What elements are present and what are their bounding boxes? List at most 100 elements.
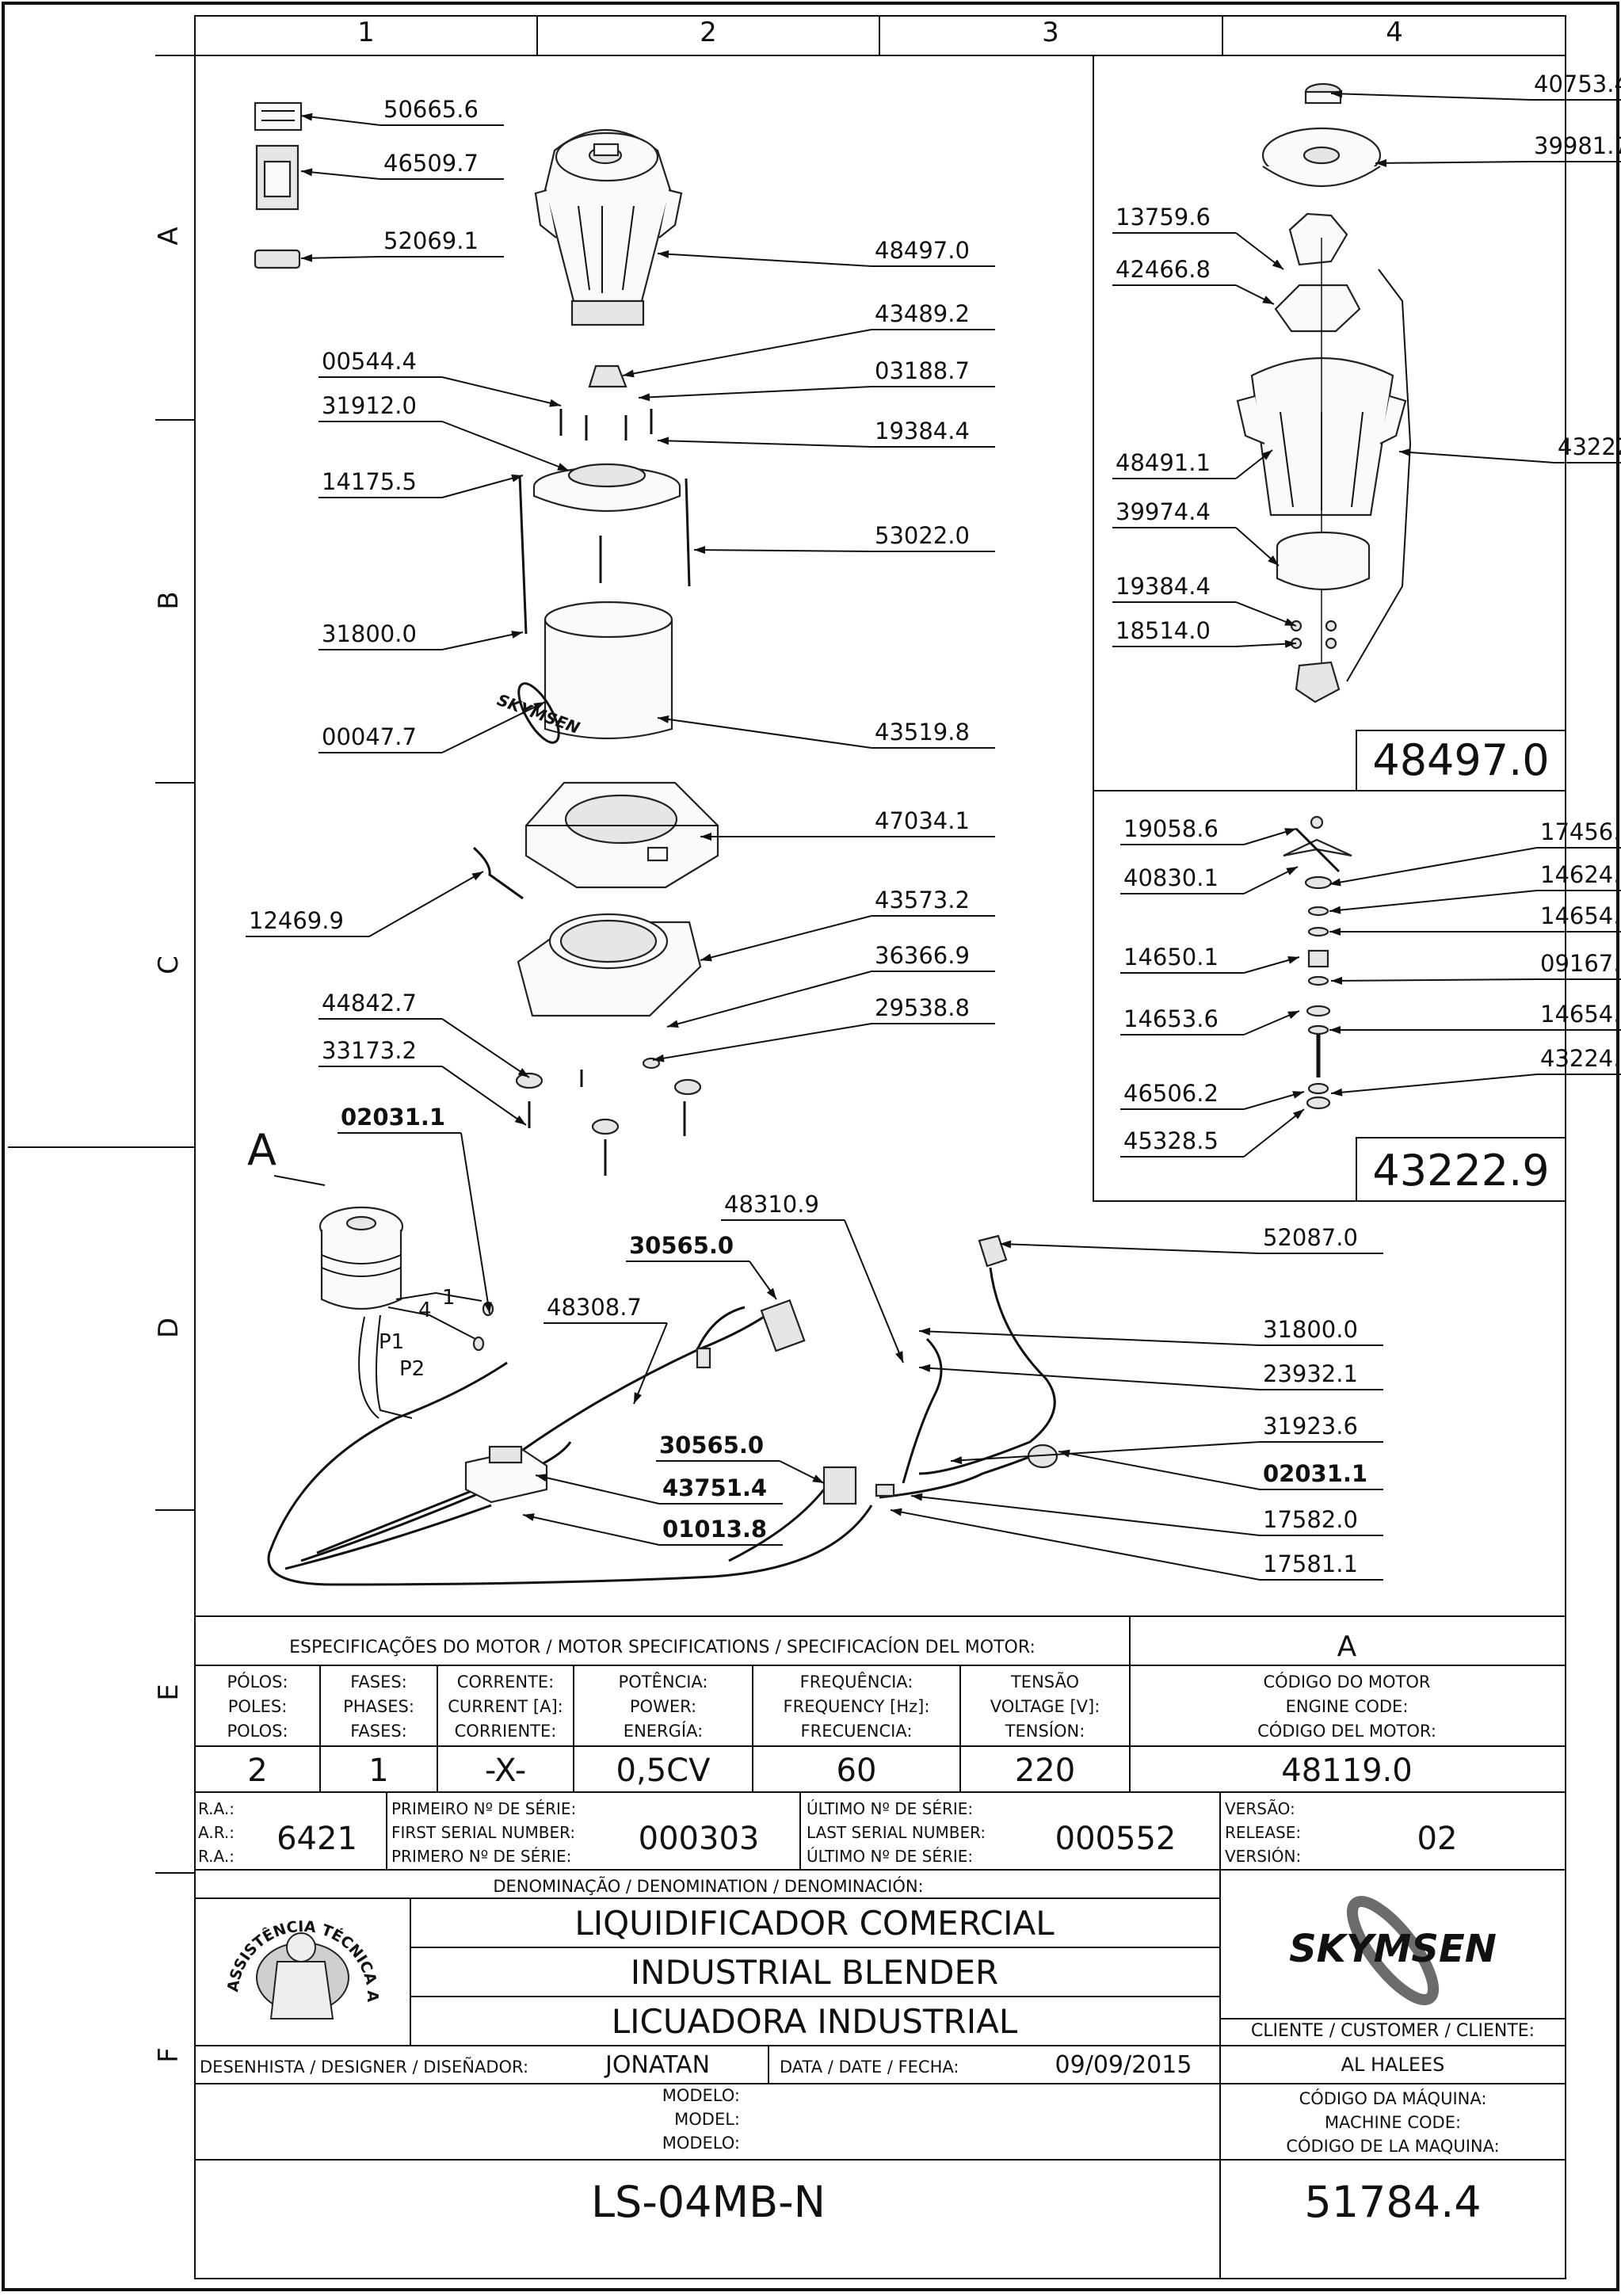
part-callout-label: 43573.2 [875,887,970,913]
ra-value: 6421 [277,1821,357,1857]
callout-leader [522,1514,660,1546]
motor-wire-label: P1 [379,1330,404,1354]
version-label: VERSÃO: [1225,1799,1295,1818]
spec-header: FASES: [350,1722,407,1741]
part-callout-label: 19058.6 [1123,815,1219,842]
model-label: MODELO: [662,2134,740,2153]
brand-logo: SKYMSEN [1289,1896,1497,2005]
callout-arrowhead [1284,618,1296,626]
denomination-label: DENOMINAÇÃO / DENOMINATION / DENOMINACIÓ… [493,1875,923,1896]
spec-header: CÓDIGO DO MOTOR [1263,1672,1430,1691]
machine-code-label: CÓDIGO DE LA MAQUINA: [1286,2136,1499,2156]
callout-leader [1330,93,1531,101]
part-callout-label: 30565.0 [659,1432,764,1459]
spec-value: 0,5CV [616,1753,711,1789]
ra-label: R.A.: [198,1847,235,1866]
part-callout-label: 17581.1 [1263,1550,1358,1577]
callout-leader [666,971,872,1028]
machine-code-value: 51784.4 [1304,2177,1481,2227]
part-callout-label: 29538.8 [875,994,970,1021]
callout-leader [657,440,872,448]
motor-body [320,1230,402,1310]
part-callout-label: 45328.5 [1123,1127,1219,1154]
callout-arrowhead [766,1287,776,1299]
callout-arrowhead [667,1020,679,1028]
part-callout-label: 47034.1 [875,807,970,834]
machine-code-label: MACHINE CODE: [1325,2113,1461,2132]
version-value: 02 [1417,1821,1458,1857]
spec-value: 60 [837,1753,877,1789]
spec-header: ENERGÍA: [624,1721,703,1741]
plug-part [978,1234,1008,1268]
spec-header: CORRENTE: [457,1672,555,1691]
motor-letter: A [1337,1630,1357,1663]
foot-part [515,1072,544,1089]
callout-leader [441,1066,527,1126]
motor-spec-headers: PÓLOS:POLES:POLOS:FASES:PHASES:FASES:COR… [227,1671,1436,1789]
part-callout-label: 19384.4 [875,418,970,444]
callout-leader [890,1509,1261,1581]
callout-arrowhead [536,1474,547,1482]
callout-arrowhead [517,1068,529,1077]
designer-value: JONATAN [604,2051,710,2079]
spec-header: TENSÍON: [1005,1721,1085,1741]
callout-arrowhead [639,393,650,402]
column-label: 1 [357,17,375,48]
callout-leader [1329,890,1538,912]
blade-assembly-callouts: 19058.640830.117456.414624.214654.414650… [1120,815,1621,1158]
spec-value: 1 [368,1753,388,1789]
callout-arrowhead [301,254,313,262]
part-callout-label: 52069.1 [383,227,479,254]
callout-leader [441,376,562,406]
callout-arrowhead [1329,906,1341,914]
callout-leader [1330,1074,1538,1094]
callout-arrowhead [511,631,523,639]
callout-leader [1058,1451,1261,1490]
callout-leader [910,1495,1261,1536]
callout-arrowhead [700,953,712,962]
callout-arrowhead [653,1054,665,1062]
callout-leader [1398,451,1555,463]
callout-leader [441,1018,530,1078]
spec-header: PHASES: [343,1697,414,1716]
row-label: E [153,1684,185,1700]
motor-wire-label: P2 [399,1357,425,1381]
callout-arrowhead [511,474,523,482]
callout-leader [300,170,381,180]
callout-leader [918,1367,1261,1390]
callout-leader [441,421,570,471]
rod-part [685,478,691,587]
part-callout-label: 09167.7 [1540,950,1621,977]
callout-arrowhead [1268,555,1279,566]
part-callout-label: 43222.9 [1558,433,1621,460]
part-callout-label: 03188.7 [875,357,970,384]
part-callout-label: 52087.0 [1263,1224,1358,1251]
spec-header: POWER: [630,1697,696,1716]
part-callout-label: 31923.6 [1263,1413,1358,1440]
jar-assembly-parts [1236,82,1412,704]
part-callout-label: 43489.2 [875,300,970,327]
part-callout-label: 00544.4 [322,348,417,375]
spec-header: POLOS: [227,1722,288,1741]
callout-arrowhead [1331,1088,1343,1097]
spec-header: TENSÃO [1010,1671,1079,1691]
part-callout-label: 50665.6 [383,96,479,123]
part-callout-label: 43751.4 [662,1474,767,1501]
callout-leader [460,1132,490,1314]
column-label: 4 [1386,17,1403,48]
callout-leader [300,115,381,126]
customer-label: CLIENTE / CUSTOMER / CLIENTE: [1251,2021,1535,2041]
part-callout-label: 12469.9 [249,907,344,934]
model-label: MODEL: [674,2110,740,2129]
part-callout-label: 01013.8 [662,1516,767,1543]
callout-leader [535,1474,660,1505]
last-serial-value: 000552 [1055,1821,1177,1857]
callout-arrowhead [812,1474,824,1483]
callout-arrowhead [483,1302,492,1314]
foot-part [673,1078,702,1096]
callout-arrowhead [1287,1011,1299,1020]
callout-arrowhead [1399,448,1411,456]
first-serial-label: PRIMEIRO Nº DE SÉRIE: [391,1799,576,1818]
callout-leader [1243,1108,1305,1158]
